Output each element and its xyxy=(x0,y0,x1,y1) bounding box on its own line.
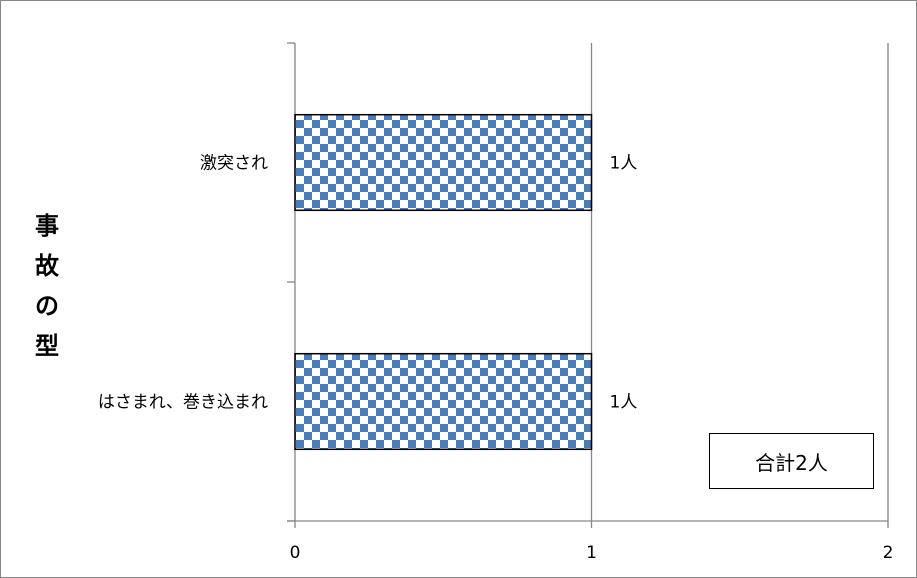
x-tick-label-0: 0 xyxy=(290,543,301,563)
category-label-1: はさまれ、巻き込まれ xyxy=(98,393,268,413)
data-label-1: 1人 xyxy=(610,393,638,413)
bar-0 xyxy=(294,113,593,212)
category-label-0: 激突され xyxy=(200,154,268,174)
data-label-0: 1人 xyxy=(610,154,638,174)
x-tick-label-1: 1 xyxy=(586,543,597,563)
total-annotation: 合計2人 xyxy=(709,433,874,489)
y-axis-label-char-1: 故 xyxy=(35,252,60,280)
bar-1 xyxy=(294,352,593,451)
y-axis-label-char-3: 型 xyxy=(35,332,59,360)
x-tick-label-2: 2 xyxy=(883,543,894,563)
y-axis-label-char-0: 事 xyxy=(35,212,59,240)
y-axis-label-char-2: の xyxy=(35,292,59,320)
